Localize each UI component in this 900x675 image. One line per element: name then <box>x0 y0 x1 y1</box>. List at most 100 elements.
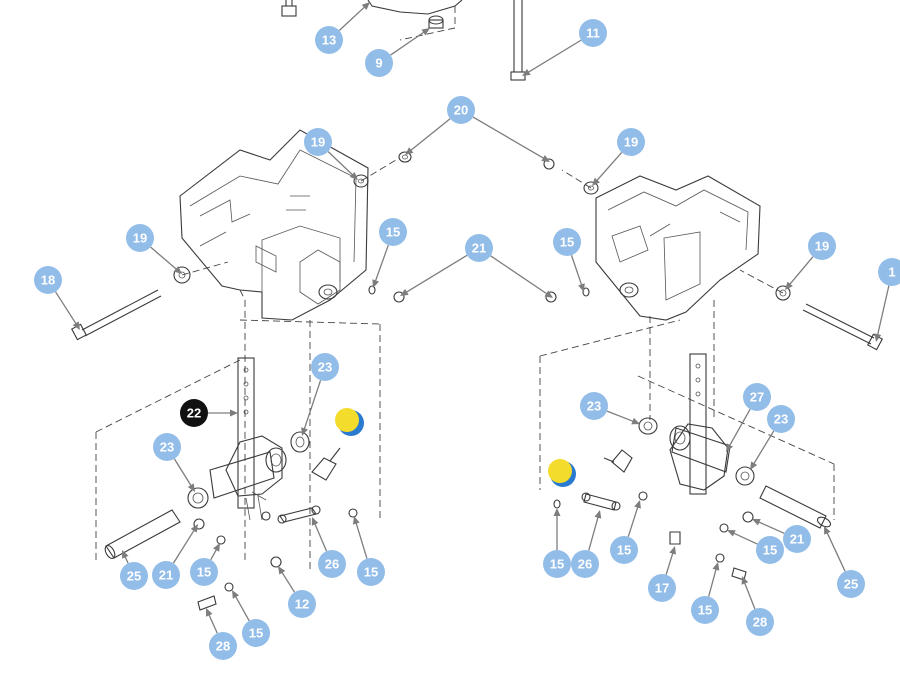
callout-number: 1 <box>888 265 895 280</box>
left-pivot-bracket-22 <box>209 357 287 521</box>
callout-number: 26 <box>325 557 339 572</box>
callout-23: 23 <box>311 353 339 381</box>
callout-circle <box>571 550 599 578</box>
right-washer-15-nut-21 <box>545 287 590 303</box>
leader-line <box>708 567 718 597</box>
callout-number: 26 <box>578 557 592 572</box>
bolt-part-11 <box>510 0 526 81</box>
callout-9: 9 <box>365 49 393 77</box>
leader-arrowhead <box>785 281 793 290</box>
leader-arrowhead <box>232 590 239 599</box>
leader-arrowhead <box>752 519 761 526</box>
left-mount-bracket <box>179 129 369 321</box>
callout-circle <box>209 632 237 660</box>
callout-number: 17 <box>655 581 669 596</box>
leader-arrowhead <box>712 562 720 571</box>
leader-arrowhead <box>278 566 286 575</box>
callout-number: 19 <box>815 239 829 254</box>
leader-line <box>588 515 600 551</box>
callout-21: 21 <box>465 234 493 262</box>
leader-line <box>606 410 635 423</box>
leader-line <box>752 430 775 466</box>
callout-number: 15 <box>560 235 574 250</box>
callout-circle <box>610 536 638 564</box>
leader-line <box>595 152 623 182</box>
top-dashed-guide <box>399 6 456 41</box>
callout-number: 15 <box>364 565 378 580</box>
callout-circle <box>691 596 719 624</box>
callout-25: 25 <box>837 570 865 598</box>
callout-number: 15 <box>698 603 712 618</box>
callout-15: 15 <box>553 228 581 256</box>
callout-number: 27 <box>750 390 764 405</box>
right-sensor <box>603 449 633 473</box>
callout-circle <box>304 128 332 156</box>
leader-line <box>313 522 328 552</box>
callout-number: 19 <box>311 135 325 150</box>
leader-arrowhead <box>349 171 358 180</box>
callout-13: 13 <box>315 26 343 54</box>
right-link-26 <box>581 492 621 511</box>
leader-line <box>54 291 78 326</box>
callout-12: 12 <box>288 590 316 618</box>
callout-circle <box>318 550 346 578</box>
leader-line <box>728 408 751 448</box>
leader-line <box>207 613 218 634</box>
callout-circle <box>808 232 836 260</box>
leader-line <box>409 118 451 152</box>
leader-arrowhead <box>206 608 213 617</box>
callout-11: 11 <box>579 19 607 47</box>
callout-number: 28 <box>753 615 767 630</box>
callout-28: 28 <box>209 632 237 660</box>
left-bushing-23-lower <box>187 487 209 509</box>
leader-line <box>570 255 583 287</box>
leader-line <box>757 520 785 534</box>
leader-arrowhead <box>301 427 308 436</box>
callout-number: 21 <box>472 241 486 256</box>
right-bushing-23-left <box>638 417 658 435</box>
callout-20: 20 <box>447 96 475 124</box>
callout-25: 25 <box>120 562 148 590</box>
callout-26: 26 <box>318 550 346 578</box>
callout-19: 19 <box>808 232 836 260</box>
leader-arrowhead <box>311 517 319 526</box>
leader-line <box>472 116 546 160</box>
callout-15: 15 <box>379 218 407 246</box>
leader-line <box>172 528 196 564</box>
callout-number: 25 <box>127 569 141 584</box>
leader-arrowhead <box>190 524 198 533</box>
callout-number: 23 <box>318 360 332 375</box>
nut-part-9 <box>428 15 444 29</box>
callout-15: 15 <box>357 558 385 586</box>
callout-19: 19 <box>617 128 645 156</box>
callout-number: 9 <box>375 56 382 71</box>
callout-circle <box>553 228 581 256</box>
callout-circle <box>648 574 676 602</box>
right-highlight-marker <box>548 459 576 487</box>
callout-circle <box>543 550 571 578</box>
leader-line <box>732 531 758 545</box>
leader-arrowhead <box>592 177 600 186</box>
leader-line <box>876 285 890 337</box>
callout-15: 15 <box>543 550 571 578</box>
callout-circle <box>767 405 795 433</box>
callout-circle <box>756 536 784 564</box>
callout-18: 18 <box>34 266 62 294</box>
leader-arrowhead <box>553 508 561 516</box>
right-assembly <box>539 158 883 581</box>
leader-arrowhead <box>544 290 553 298</box>
left-assembly <box>71 129 412 611</box>
top-bracket-fragment <box>367 0 463 15</box>
left-pin-25 <box>104 509 181 560</box>
callout-circle <box>190 558 218 586</box>
callout-circle <box>447 96 475 124</box>
leader-arrowhead <box>187 483 195 492</box>
callout-number: 23 <box>587 399 601 414</box>
leader-line <box>627 505 639 537</box>
callout-circle <box>379 218 407 246</box>
leader-line <box>665 551 674 575</box>
leader-line <box>355 521 368 559</box>
leader-arrowhead <box>727 530 736 537</box>
left-washer-15-nut-21 <box>368 285 405 303</box>
